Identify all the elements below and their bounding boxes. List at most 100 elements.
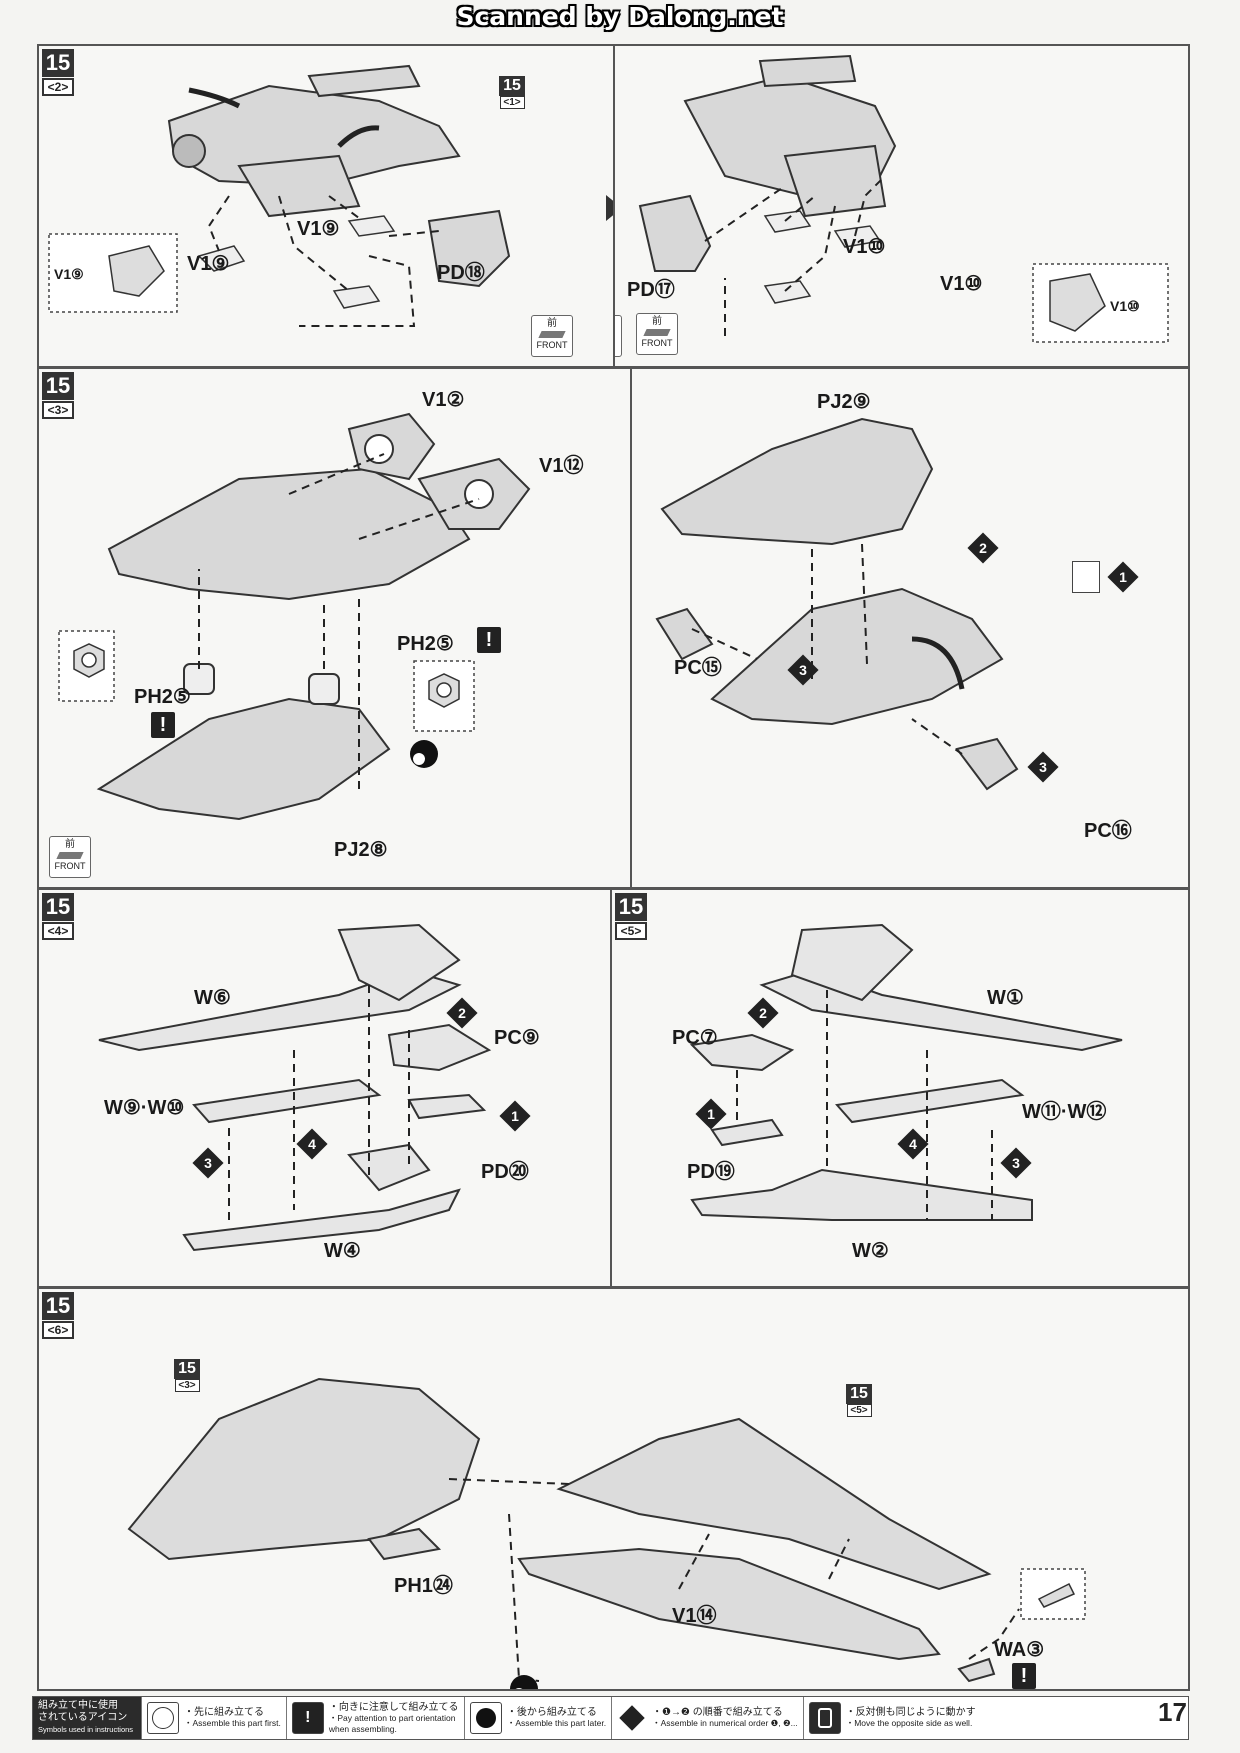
move-both-sides-icon — [1072, 561, 1100, 593]
step-digit: 3 — [1039, 759, 1047, 775]
assembly-illustration — [127, 1377, 1086, 1689]
page-number: 17 — [1158, 1697, 1187, 1727]
front-orientation-icon: 前 FRONT — [531, 315, 573, 357]
caution-icon: ! — [1012, 1663, 1036, 1689]
step-digit: 1 — [707, 1106, 715, 1122]
panel-step-15-3-left: 15 <3> V1② V1⑫ PH2⑤ ! PH2⑤ ! P — [37, 367, 632, 889]
legend-item-assemble-first: ・先に組み立てる・Assemble this part first. — [141, 1697, 286, 1739]
panel-step-15-5: 15 <5> W① PC⑦ W⑪·W⑫ PD⑲ W② 2 1 4 3 — [610, 888, 1190, 1288]
front-kanji: 前 — [652, 316, 662, 327]
part-label: PD⑳ — [481, 1161, 529, 1183]
assembly-illustration — [98, 923, 492, 1252]
front-orientation-icon — [615, 315, 622, 357]
part-label: V1⑫ — [539, 455, 584, 477]
assemble-later-icon — [469, 1702, 502, 1734]
step-digit: 3 — [799, 662, 807, 678]
part-label: PC⑨ — [494, 1027, 540, 1049]
part-label: PJ2⑨ — [817, 391, 871, 413]
reference-badge: 15 <1> — [499, 76, 525, 109]
step-badge: 15 <4> — [42, 893, 74, 940]
legend-item-numerical-order: ・❶→❷ の順番で組み立てる・Assemble in numerical ord… — [611, 1697, 803, 1739]
panel-step-15-6: 15 <6> 15 <3> 15 <5> PH1㉔ V1⑭ WA③ ! — [37, 1287, 1190, 1691]
step-number: 15 — [615, 893, 647, 921]
step-order-1-icon: 1 — [1107, 561, 1139, 593]
legend-text-jp: ・後から組み立てる — [506, 1707, 597, 1718]
part-label: V1⑨ — [54, 266, 84, 282]
panel-step-15-4: 15 <4> W⑥ PC⑨ W⑨·W⑩ PD⑳ W④ 2 1 3 4 — [37, 888, 612, 1288]
legend-text-en: ・Pay attention to part orientation when … — [328, 1712, 456, 1734]
front-orientation-icon: 前 FRONT — [636, 313, 678, 355]
move-both-sides-icon — [808, 1702, 841, 1734]
step-order-3-icon: 3 — [192, 1147, 224, 1179]
part-label: W④ — [324, 1240, 361, 1262]
panel-step-15-3-right: PJ2⑨ PC⑮ PC⑯ 3 2 3 1 — [630, 367, 1190, 889]
step-order-3-icon: 3 — [1000, 1147, 1032, 1179]
step-sub: <4> — [42, 922, 74, 940]
symbol-legend: 組み立て中に使用 されているアイコン Symbols used in instr… — [32, 1696, 1189, 1740]
reference-step: 15 — [846, 1384, 872, 1404]
legend-text-en: ・Assemble this part first. — [184, 1718, 281, 1728]
part-label: PD⑰ — [627, 279, 675, 301]
part-label: W② — [852, 1240, 889, 1262]
assemble-first-icon — [147, 1702, 179, 1734]
part-label: PC⑮ — [674, 657, 722, 679]
part-label: PH2⑤ — [134, 686, 191, 708]
front-kanji: 前 — [547, 318, 557, 329]
reference-badge: 15 <3> — [174, 1359, 200, 1392]
legend-title: 組み立て中に使用 されているアイコン Symbols used in instr… — [33, 1697, 141, 1739]
part-label: PH2⑤ — [397, 633, 454, 655]
step-badge: 15 <2> — [42, 49, 74, 96]
step-order-2-icon: 2 — [747, 997, 779, 1029]
legend-title-en: Symbols used in instructions — [38, 1725, 134, 1734]
legend-title-jp: 組み立て中に使用 — [38, 1700, 118, 1711]
front-text: FRONT — [641, 338, 673, 348]
reference-step: 15 — [499, 76, 525, 96]
front-orientation-icon: 前 FRONT — [49, 836, 91, 878]
step-digit: 2 — [458, 1005, 466, 1021]
legend-text-jp: ・先に組み立てる — [184, 1707, 264, 1718]
step-order-icon — [617, 1703, 647, 1733]
step-digit: 2 — [759, 1005, 767, 1021]
step-digit: 3 — [204, 1155, 212, 1171]
step-order-2-icon: 2 — [446, 997, 478, 1029]
step-order-4-icon: 4 — [897, 1128, 929, 1160]
legend-title-jp: されているアイコン — [38, 1712, 128, 1723]
legend-item-orientation: ! ・向きに注意して組み立てる・Pay attention to part or… — [285, 1697, 464, 1739]
step-digit: 3 — [1012, 1155, 1020, 1171]
legend-text-jp: ・向きに注意して組み立てる — [328, 1701, 459, 1713]
step-digit: 1 — [1119, 569, 1127, 585]
assembly-illustration — [689, 923, 1123, 1221]
part-label: V1⑭ — [672, 1605, 717, 1627]
scan-credit: Scanned by Dalong.net — [456, 2, 784, 31]
part-label: PD⑲ — [687, 1161, 735, 1183]
part-label: V1⑩ — [940, 273, 983, 295]
front-arrow-icon — [643, 329, 671, 336]
legend-text-en: ・Move the opposite side as well. — [845, 1718, 973, 1728]
part-label: PC⑯ — [1084, 820, 1132, 842]
legend-text-en: ・Assemble this part later. — [506, 1718, 607, 1728]
legend-item-assemble-later: ・後から組み立てる・Assemble this part later. — [463, 1697, 611, 1739]
step-order-4-icon: 4 — [296, 1128, 328, 1160]
part-label: V1⑨ — [297, 218, 340, 240]
legend-text-jp: ・❶→❷ の順番で組み立てる — [652, 1707, 783, 1718]
step-number: 15 — [42, 49, 74, 77]
caution-icon: ! — [477, 627, 501, 653]
part-label: PC⑦ — [672, 1027, 718, 1049]
step-order-3-icon: 3 — [1027, 751, 1059, 783]
part-label: PH1㉔ — [394, 1575, 453, 1597]
step-number: 15 — [42, 893, 74, 921]
step-digit: 4 — [909, 1136, 917, 1152]
caution-icon: ! — [291, 1702, 324, 1734]
part-label: PD⑱ — [437, 262, 485, 284]
reference-sub: <3> — [174, 1379, 200, 1392]
part-label: V1⑩ — [843, 236, 886, 258]
assembly-illustration — [638, 54, 1169, 343]
panel-step-15-2-left: 15 <2> 15 <1> V1⑨ V1⑨ V1⑨ — [37, 44, 615, 368]
front-kanji: 前 — [65, 839, 75, 850]
step-sub: <5> — [615, 922, 647, 940]
reference-badge: 15 <5> — [846, 1384, 872, 1417]
front-arrow-icon — [538, 331, 566, 338]
legend-text-en: ・Assemble in numerical order ❶, ❷... — [652, 1718, 798, 1728]
assembly-illustration — [655, 417, 1019, 791]
part-label: W⑥ — [194, 987, 231, 1009]
